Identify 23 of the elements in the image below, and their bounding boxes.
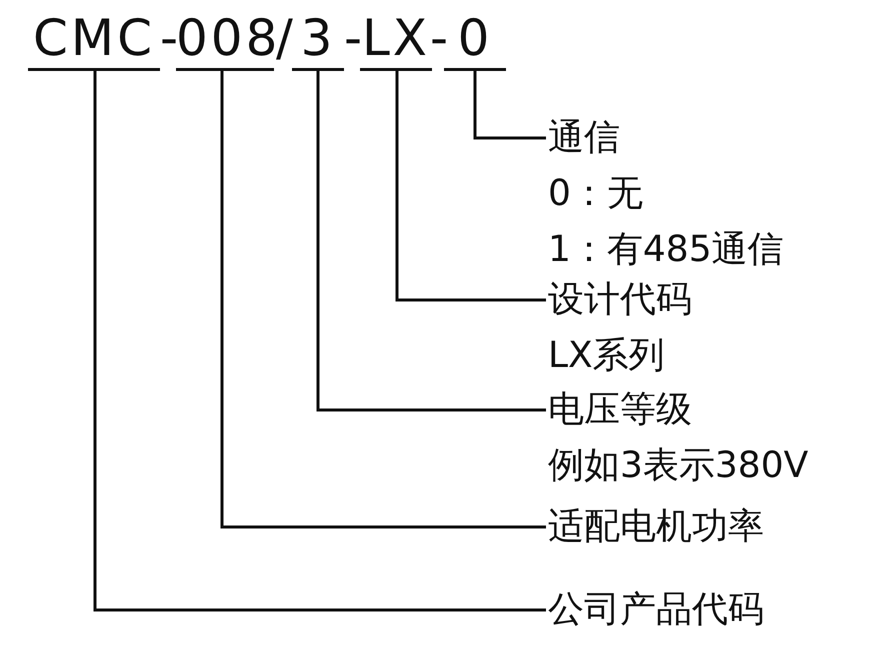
field-description: 0：无 bbox=[548, 172, 644, 216]
code-segment: LX bbox=[360, 8, 432, 71]
leader-line bbox=[396, 71, 546, 302]
field-title: 适配电机功率 bbox=[548, 505, 764, 549]
leader-line bbox=[474, 71, 546, 140]
code-segment: CMC bbox=[28, 8, 160, 71]
field-description: 1：有485通信 bbox=[548, 228, 784, 272]
field-title: 设计代码 bbox=[548, 278, 692, 322]
leader-line bbox=[94, 71, 546, 612]
field-title: 公司产品代码 bbox=[548, 588, 764, 632]
code-segment: 3 bbox=[292, 8, 344, 71]
field-description: LX系列 bbox=[548, 334, 666, 378]
leader-line bbox=[220, 71, 546, 528]
code-separator: - bbox=[160, 8, 176, 68]
field-description: 例如3表示380V bbox=[548, 444, 808, 488]
code-separator: - bbox=[430, 8, 446, 68]
leader-line bbox=[316, 71, 546, 412]
code-segment: 008 bbox=[176, 8, 274, 71]
field-title: 电压等级 bbox=[548, 388, 693, 432]
code-separator: - bbox=[344, 8, 360, 68]
code-segment: 0 bbox=[444, 8, 506, 71]
code-separator: / bbox=[276, 8, 292, 68]
field-title: 通信 bbox=[548, 116, 621, 160]
